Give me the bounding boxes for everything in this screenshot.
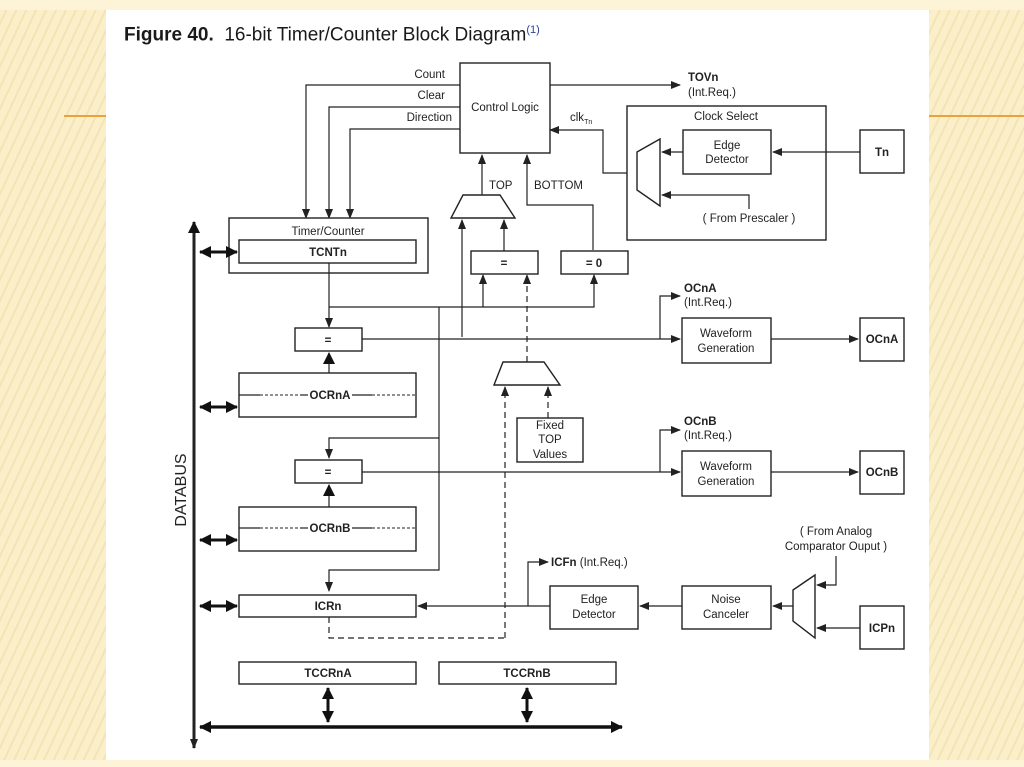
tcnt-to-icr-line xyxy=(325,438,440,592)
ocnb-req-label: (Int.Req.) xyxy=(684,430,732,442)
svg-text:Edge: Edge xyxy=(581,594,608,606)
tovn-label: TOVn xyxy=(688,72,718,84)
tccrnb-register: TCCRnB xyxy=(438,661,617,723)
timer-counter-label: Timer/Counter xyxy=(291,226,364,238)
clk-edge-detector-box xyxy=(682,129,772,175)
svg-text:OCnB: OCnB xyxy=(866,467,899,479)
from-analog-line1: ( From Analog xyxy=(800,526,872,538)
clk-line xyxy=(549,126,636,174)
ocna-pin: OCnA xyxy=(859,317,905,362)
count-line xyxy=(302,84,460,219)
ocrnb-register: OCRnB xyxy=(238,506,417,552)
clock-select-block: Clock Select Edge Detector ( From Presca… xyxy=(626,105,827,241)
svg-text:Fixed: Fixed xyxy=(536,420,564,432)
svg-text:OCnA: OCnA xyxy=(866,334,899,346)
prescaler-line xyxy=(661,191,750,209)
top-value-mux: Fixed TOP Values xyxy=(492,361,584,638)
svg-text:Values: Values xyxy=(533,449,568,461)
svg-text:Generation: Generation xyxy=(698,343,755,355)
compare-b: = xyxy=(294,426,681,507)
tcnt-to-eqb-line xyxy=(325,307,440,459)
icrn-register: ICRn xyxy=(238,594,550,639)
tn-pin: Tn xyxy=(772,129,905,174)
svg-text:=: = xyxy=(501,258,508,270)
ocnb-pin: OCnB xyxy=(859,450,905,495)
figure-number: Figure 40. xyxy=(124,24,214,46)
footnote-ref: (1) xyxy=(526,24,540,36)
ic-edge-detector: Edge Detector ICFn (Int.Req.) xyxy=(527,557,639,630)
svg-text:TCCRnB: TCCRnB xyxy=(503,668,550,680)
svg-text:= 0: = 0 xyxy=(586,258,602,270)
svg-text:=: = xyxy=(325,335,332,347)
control-signals: Count Clear Direction xyxy=(302,69,460,219)
direction-label: Direction xyxy=(407,112,452,124)
clock-select-label: Clock Select xyxy=(694,111,759,123)
accent-line-right xyxy=(929,115,1024,117)
top-label: TOP xyxy=(489,180,513,192)
slide-top-band xyxy=(0,0,1024,10)
ocnb-flag-label: OCnB xyxy=(684,416,717,428)
bottom-line xyxy=(523,154,594,250)
figure-title: Figure 40. 16-bit Timer/Counter Block Di… xyxy=(124,24,540,46)
timer-counter-block: Timer/Counter TCNTn xyxy=(228,217,429,328)
svg-text:Generation: Generation xyxy=(698,476,755,488)
tn-label: Tn xyxy=(875,147,889,159)
bottom-comparator: = 0 xyxy=(329,250,629,308)
svg-text:Waveform: Waveform xyxy=(700,328,752,340)
svg-text:TCCRnA: TCCRnA xyxy=(304,668,351,680)
svg-text:Noise: Noise xyxy=(711,594,740,606)
control-logic-block: Control Logic xyxy=(459,62,551,154)
compare-a: = xyxy=(294,292,681,373)
databus: DATABUS xyxy=(173,221,623,749)
waveform-generation-a: Waveform Generation OCnA (Int.Req.) xyxy=(681,283,859,364)
clear-label: Clear xyxy=(418,90,446,102)
waveform-generation-b: Waveform Generation OCnB (Int.Req.) xyxy=(681,416,859,497)
slide-bottom-band xyxy=(0,760,1024,767)
svg-text:Waveform: Waveform xyxy=(700,461,752,473)
tccrna-register: TCCRnA xyxy=(238,661,417,723)
svg-text:ICPn: ICPn xyxy=(869,623,895,635)
clk-edge-detector-line1: Edge xyxy=(714,140,741,152)
top-comparator: = xyxy=(458,219,539,362)
svg-text:=: = xyxy=(325,467,332,479)
fixed-top-box xyxy=(516,417,584,463)
bottom-label: BOTTOM xyxy=(534,180,583,192)
ocna-req-label: (Int.Req.) xyxy=(684,297,732,309)
clk-signal: clkTn xyxy=(549,112,636,174)
top-mux: TOP BOTTOM xyxy=(449,154,594,250)
tovn-req-label: (Int.Req.) xyxy=(688,87,736,99)
clk-label: clkTn xyxy=(570,112,592,126)
ocrna-label: OCRnA xyxy=(310,390,351,402)
svg-text:TOP: TOP xyxy=(538,434,562,446)
figure-title-text: 16-bit Timer/Counter Block Diagram xyxy=(224,24,527,46)
clear-line xyxy=(325,106,460,219)
from-prescaler-label: ( From Prescaler ) xyxy=(703,213,796,225)
icrn-label: ICRn xyxy=(315,601,342,613)
direction-line xyxy=(346,128,460,219)
ocrna-register: OCRnA xyxy=(238,372,417,418)
clk-edge-detector-line2: Detector xyxy=(705,154,749,166)
svg-text:Detector: Detector xyxy=(572,609,616,621)
tovn-output: TOVn (Int.Req.) xyxy=(550,72,736,99)
control-logic-label: Control Logic xyxy=(471,102,539,114)
databus-label: DATABUS xyxy=(173,453,190,526)
noise-canceler: Noise Canceler xyxy=(639,585,772,630)
ocrnb-label: OCRnB xyxy=(310,523,351,535)
tcntn-label: TCNTn xyxy=(309,247,347,259)
accent-line-left xyxy=(64,115,106,117)
input-capture-mux: ( From Analog Comparator Ouput ) xyxy=(772,526,887,640)
clock-mux xyxy=(636,137,661,208)
ocna-flag-label: OCnA xyxy=(684,283,717,295)
icpn-pin: ICPn xyxy=(859,605,905,650)
svg-text:Canceler: Canceler xyxy=(703,609,749,621)
from-analog-line2: Comparator Ouput ) xyxy=(785,541,887,553)
count-label: Count xyxy=(414,69,445,81)
icfn-label: ICFn (Int.Req.) xyxy=(551,557,628,569)
